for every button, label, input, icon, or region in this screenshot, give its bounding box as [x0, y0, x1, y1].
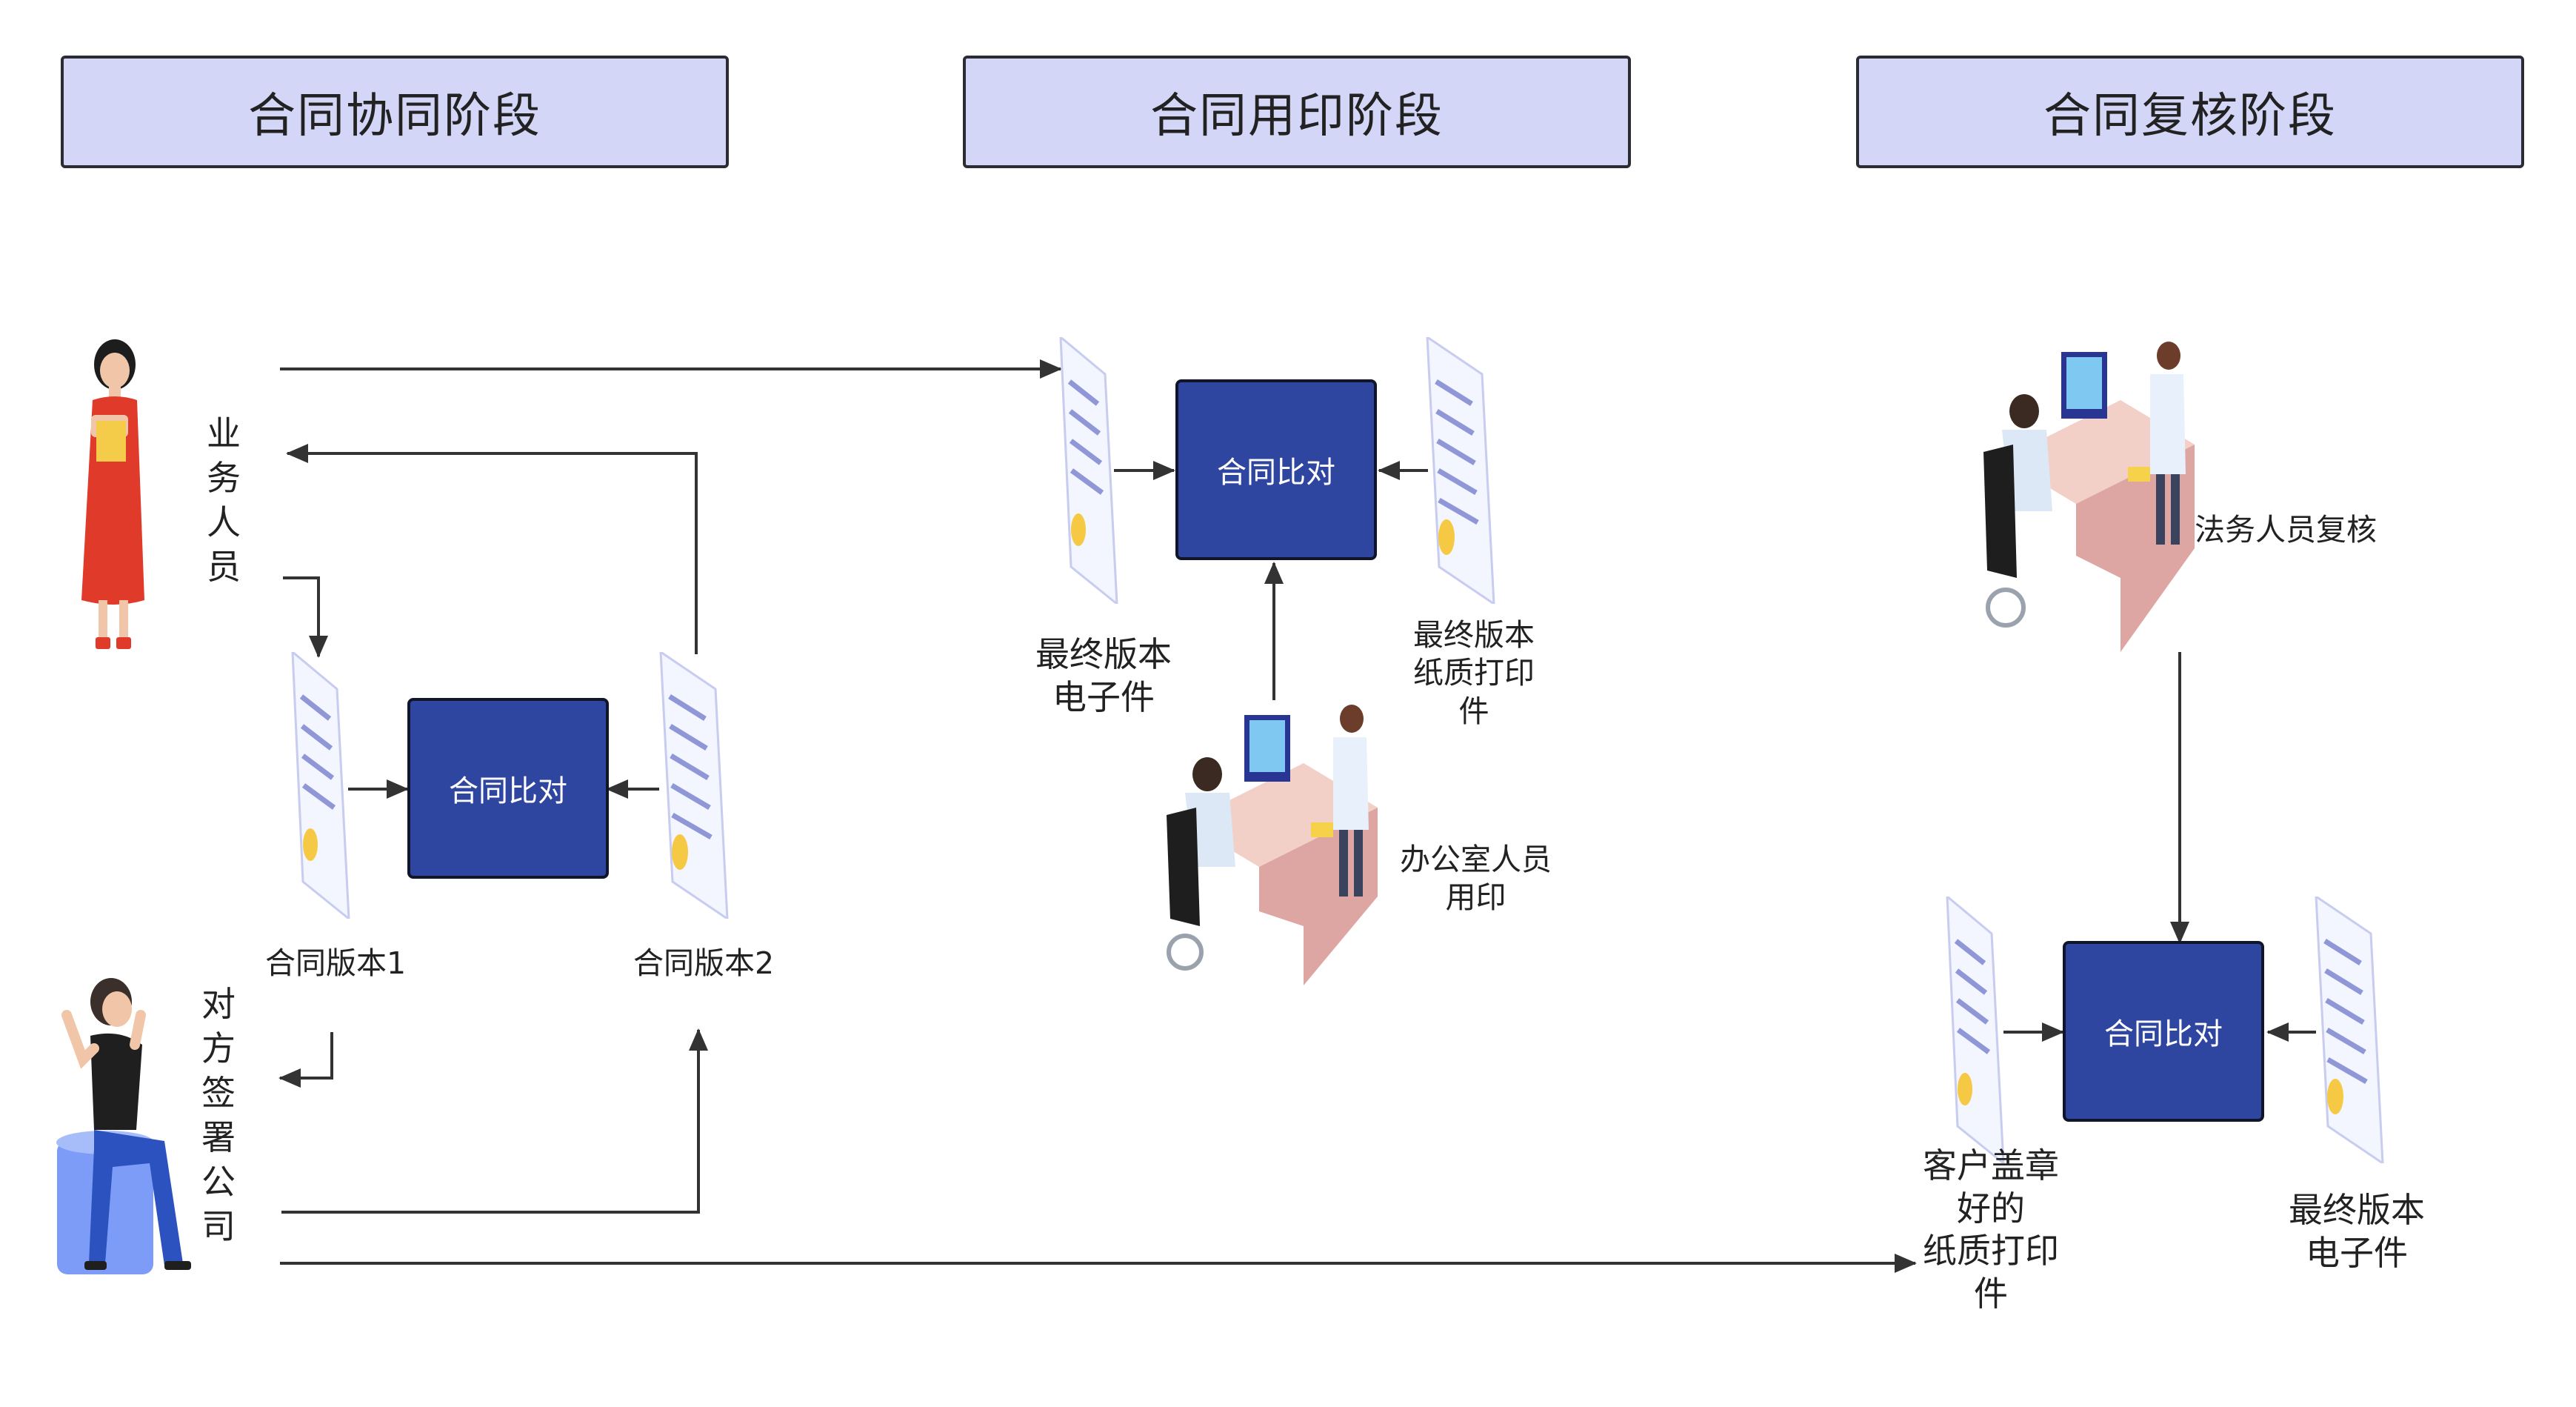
stage-header-collab: 合同协同阶段: [61, 56, 729, 168]
document-icon: [2315, 897, 2384, 1163]
office-desk-icon: [1167, 705, 1378, 985]
doc-label-final-paper: 最终版本 纸质打印 件: [1413, 617, 1535, 729]
compare-node-collab: 合同比对: [407, 698, 609, 879]
compare-node-review: 合同比对: [2063, 941, 2264, 1122]
arrow-v2-to-business: [286, 444, 698, 654]
doc-label-final-electronic-review: 最终版本 电子件: [2289, 1190, 2425, 1273]
legal-review-label: 法务人员复核: [2195, 512, 2377, 548]
doc-label-v2: 合同版本2: [633, 945, 775, 981]
document-icon: [659, 652, 729, 919]
doc-label-customer-stamped: 客户盖章 好的 纸质打印 件: [1923, 1145, 2059, 1314]
compare-node-stamp: 合同比对: [1175, 379, 1377, 560]
counterparty-label: 对方签署公司: [201, 984, 236, 1246]
business-person-icon: [81, 339, 144, 649]
document-icon: [1946, 897, 2005, 1163]
arrow-counterparty-to-v2: [281, 1028, 708, 1214]
doc-label-v1: 合同版本1: [265, 945, 407, 981]
doc-label-final-electronic: 最终版本 电子件: [1035, 634, 1172, 717]
office-stamp-label: 办公室人员 用印: [1400, 842, 1552, 916]
legal-desk-icon: [1983, 342, 2195, 652]
stage-header-review: 合同复核阶段: [1856, 56, 2524, 168]
document-icon: [291, 652, 350, 919]
business-person-label: 业务人员: [207, 413, 241, 587]
arrow-business-to-v1: [283, 576, 328, 658]
document-icon: [1059, 337, 1118, 604]
arrow-compare-to-counterparty: [278, 1032, 333, 1088]
counterparty-person-icon: [56, 978, 191, 1274]
stage-header-stamp: 合同用印阶段: [963, 56, 1631, 168]
document-icon: [1426, 337, 1495, 604]
